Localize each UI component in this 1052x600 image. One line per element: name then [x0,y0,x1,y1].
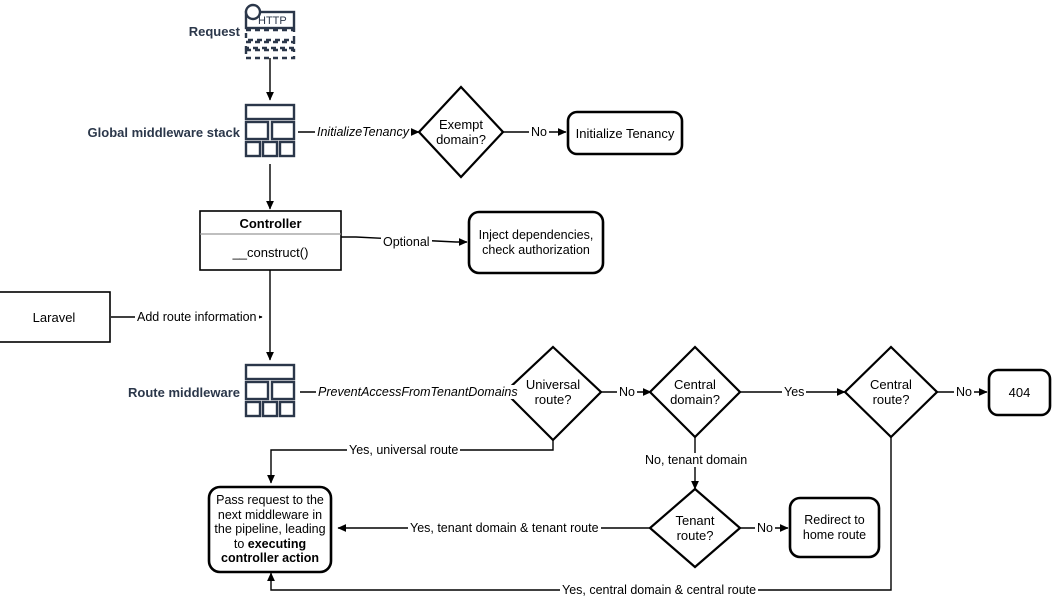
tenant-route-decision[interactable] [648,487,742,569]
label-global-middleware-stack: Global middleware stack [87,125,240,140]
redirect-home-line-2: home route [802,527,867,542]
edge-label-central-domain-yes: Yes [782,385,807,399]
pass-request-tail-prefix: to [233,536,248,551]
central-route-line-2: route? [872,392,910,407]
exempt-domain-line-2: domain? [436,132,486,147]
central-route-text: Central route? [846,370,936,414]
redirect-home-node[interactable] [788,496,881,559]
universal-route-line-1: Universal [525,377,581,392]
central-route-line-1: Central [870,377,912,392]
controller-method: __construct() [232,244,309,260]
pass-request-bold-1: executing [247,536,307,551]
edge-label-exempt-domain-no: No [529,125,549,139]
route-middleware-stack-icon [244,363,296,418]
http-icon-label: HTTP [258,15,287,27]
not-found-text: 404 [1008,385,1031,400]
inject-dependencies-text: Inject dependencies, check authorization [469,212,603,273]
edge-label-central-route-no: No [954,385,974,399]
edge-label-universal-route-no: No [617,385,637,399]
inject-dependencies-node[interactable] [467,210,605,275]
tenant-route-line-1: Tenant [675,513,715,528]
universal-route-text: Universal route? [506,370,600,414]
pass-request-line-2: next middleware in [217,507,323,522]
tenant-route-line-2: route? [676,528,714,543]
edge-label-prevent-access: PreventAccessFromTenantDomains [316,385,520,399]
global-middleware-stack-icon [244,103,296,158]
universal-route-decision[interactable] [503,345,603,442]
central-domain-line-2: domain? [670,392,720,407]
central-domain-line-1: Central [674,377,716,392]
exempt-domain-text: Exempt domain? [419,110,503,154]
edge-label-central-route-yes: Yes, central domain & central route [560,583,759,597]
edge-label-tenant-route-yes: Yes, tenant domain & tenant route [408,521,601,535]
http-request-icon [244,3,296,60]
edge-label-initialize-tenancy: InitializeTenancy [315,125,411,139]
pass-request-line-1: Pass request to the [216,493,324,508]
exempt-domain-line-1: Exempt [438,117,484,132]
redirect-home-text: Redirect to home route [790,498,879,557]
edge-label-central-domain-no: No, tenant domain [643,453,750,467]
label-request: Request [188,24,240,39]
pass-request-text: Pass request to the next middleware in t… [209,487,331,572]
edge-label-tenant-route-no: No [755,521,775,535]
not-found-node[interactable] [987,368,1052,417]
pass-request-bold-2: controller action [221,551,319,566]
laravel-node[interactable] [0,291,111,343]
redirect-home-line-1: Redirect to [804,513,865,527]
pass-request-line-4: to executing [234,537,306,552]
edge-label-universal-route-yes: Yes, universal route [347,443,461,457]
edge-label-add-route-information: Add route information [135,310,259,324]
universal-route-line-2: route? [534,392,572,407]
tenant-route-text: Tenant route? [650,506,740,550]
central-domain-decision[interactable] [648,345,742,439]
laravel-text: Laravel [32,309,76,325]
inject-dependencies-line-2: check authorization [482,242,590,257]
controller-node[interactable] [199,210,342,271]
initialize-tenancy-node[interactable] [566,110,684,156]
exempt-domain-decision[interactable] [417,85,505,179]
central-route-decision[interactable] [843,345,939,439]
controller-title: Controller [239,215,302,231]
inject-dependencies-line-1: Inject dependencies, [478,228,594,242]
label-route-middleware: Route middleware [128,385,240,400]
initialize-tenancy-text: Initialize Tenancy [575,125,675,141]
pass-request-line-3: the pipeline, leading [214,522,326,537]
pass-request-node[interactable] [207,485,333,574]
central-domain-text: Central domain? [650,370,740,414]
edge-label-controller-optional: Optional [381,235,432,249]
